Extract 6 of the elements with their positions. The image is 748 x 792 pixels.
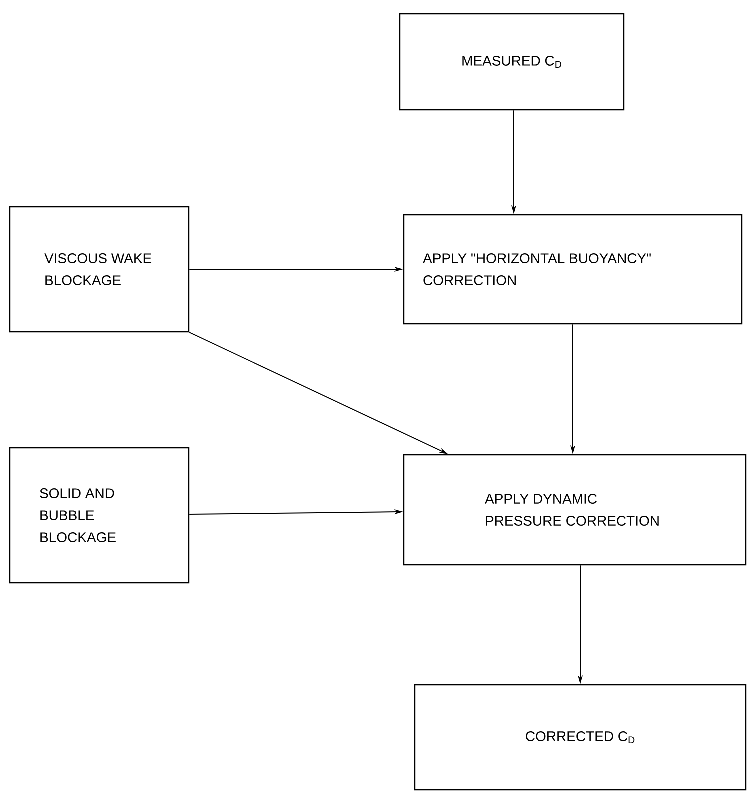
process-box: CORRECTED C$_{D}$ bbox=[414, 684, 747, 791]
process-box: SOLID AND BUBBLE BLOCKAGE bbox=[9, 447, 190, 584]
process-box: APPLY DYNAMIC PRESSURE CORRECTION bbox=[403, 454, 747, 566]
process-box: MEASURED C$_{D}$ bbox=[399, 13, 625, 111]
process-box: VISCOUS WAKE BLOCKAGE bbox=[9, 206, 190, 333]
process-box: APPLY "HORIZONTAL BUOYANCY" CORRECTION bbox=[403, 214, 743, 325]
